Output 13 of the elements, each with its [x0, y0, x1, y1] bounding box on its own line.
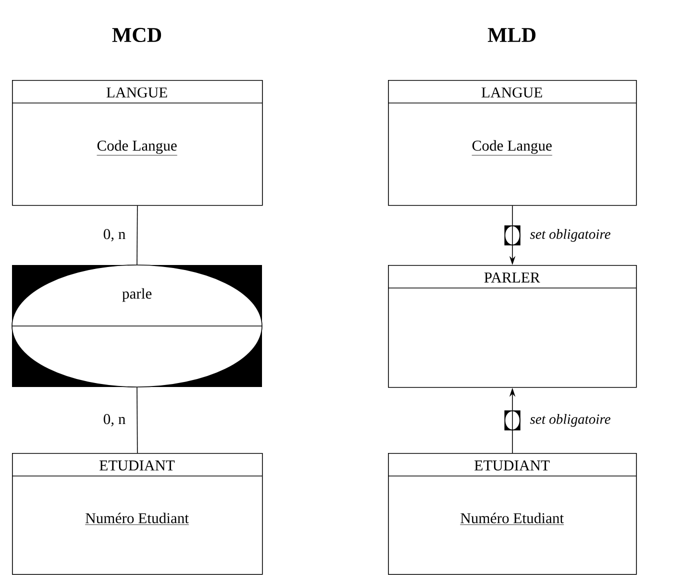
connector: [136, 205, 138, 265]
entity-box: LANGUE Code Langue: [12, 80, 263, 206]
edge-label: 0, n: [104, 414, 126, 426]
column-heading: MCD: [112, 28, 162, 42]
entity-box: ETUDIANT Numéro Etudiant: [388, 453, 637, 575]
column-heading: MLD: [488, 28, 536, 42]
edge-label: set obligatoire: [530, 414, 610, 427]
edge-label: 0, n: [104, 229, 126, 242]
connector: [136, 387, 138, 454]
entity-box: PARLER: [388, 265, 637, 388]
entity-box: ETUDIANT Numéro Etudiant: [12, 453, 263, 575]
entity-box: LANGUE Code Langue: [388, 80, 637, 206]
edge-label: set obligatoire: [530, 229, 610, 242]
